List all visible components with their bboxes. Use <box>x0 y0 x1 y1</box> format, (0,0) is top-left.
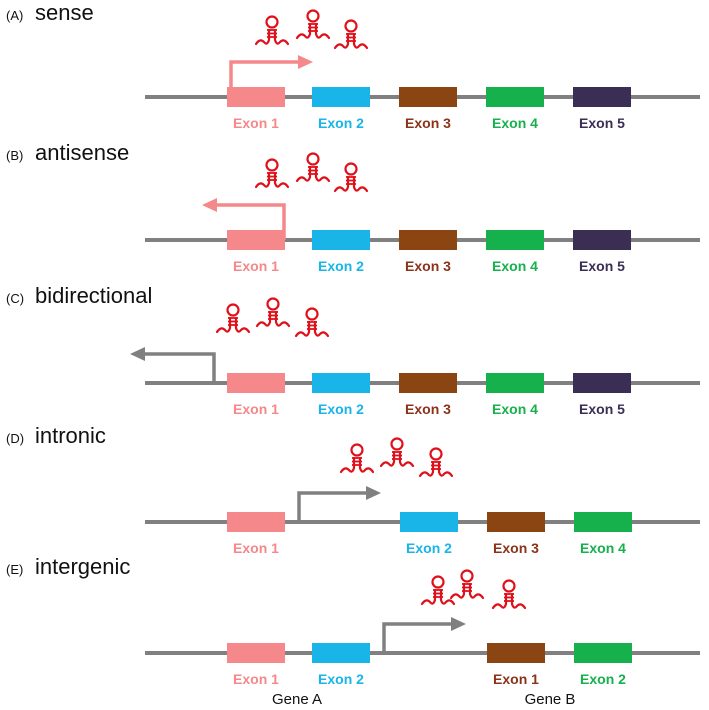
rna-hairpin-icon <box>255 297 291 328</box>
panel-sense: (A) sense Exon 1 Exon 2 Exon 3 Exon 4 Ex… <box>6 0 700 131</box>
exon-box <box>399 87 457 107</box>
exon-box <box>574 512 632 532</box>
exon-label: Exon 4 <box>580 540 626 556</box>
arrow-head <box>366 486 381 500</box>
panel-label: (C) <box>6 291 24 306</box>
panel-title: intergenic <box>35 554 130 579</box>
gene-a-label: Gene A <box>272 691 322 708</box>
exon-label: Exon 1 <box>233 258 279 274</box>
panel-intergenic: (E) intergenic Exon 1 Exon 2 Exon 1 Exon… <box>6 554 700 708</box>
rna-hairpin-icon <box>339 443 375 474</box>
rna-hairpin-icon <box>295 9 331 40</box>
panel-title: sense <box>35 0 94 25</box>
panel-title: antisense <box>35 140 129 165</box>
exon-label: Exon 2 <box>580 671 626 687</box>
exon-label: Exon 3 <box>405 258 451 274</box>
rna-hairpin-icon <box>418 447 454 478</box>
exon-label: Exon 4 <box>492 401 538 417</box>
exon-box <box>486 373 544 393</box>
gene-b-label: Gene B <box>525 691 576 708</box>
exon-box <box>487 643 545 663</box>
exon-label: Exon 2 <box>318 115 364 131</box>
exon-label: Exon 3 <box>493 540 539 556</box>
exon-box <box>312 87 370 107</box>
rna-hairpin-icon <box>294 307 330 338</box>
rna-hairpin-icon <box>215 303 251 334</box>
exon-box <box>227 87 285 107</box>
exon-label: Exon 2 <box>318 671 364 687</box>
exon-label: Exon 1 <box>233 401 279 417</box>
exon-label: Exon 1 <box>493 671 539 687</box>
transcription-start-arrow <box>229 60 300 97</box>
rna-hairpin-icon <box>449 569 485 600</box>
arrow-head <box>298 55 313 69</box>
exon-label: Exon 5 <box>579 115 625 131</box>
exon-box <box>573 87 631 107</box>
exon-box <box>312 230 370 250</box>
exon-label: Exon 1 <box>233 540 279 556</box>
rna-hairpin-icon <box>379 437 415 468</box>
exon-box <box>227 373 285 393</box>
panel-label: (D) <box>6 431 24 446</box>
rna-hairpin-icon <box>254 15 290 46</box>
panel-title: bidirectional <box>35 283 152 308</box>
exon-box <box>573 373 631 393</box>
panel-label: (A) <box>6 8 23 23</box>
rna-hairpin-icon <box>420 575 456 606</box>
rna-hairpin-icon <box>295 152 331 183</box>
exon-label: Exon 3 <box>405 401 451 417</box>
exon-box <box>573 230 631 250</box>
exon-label: Exon 3 <box>405 115 451 131</box>
transcription-start-arrow <box>382 622 453 653</box>
exon-box <box>227 230 285 250</box>
rna-hairpin-icon <box>491 579 527 610</box>
transcription-start-arrow <box>215 203 286 240</box>
exon-box <box>312 643 370 663</box>
exon-box <box>487 512 545 532</box>
panel-antisense: (B) antisense Exon 1 Exon 2 Exon 3 Exon … <box>6 140 700 274</box>
exon-box <box>486 230 544 250</box>
exon-label: Exon 5 <box>579 258 625 274</box>
exon-label: Exon 1 <box>233 671 279 687</box>
exon-box <box>227 512 285 532</box>
rna-hairpin-icon <box>254 158 290 189</box>
panel-bidirectional: (C) bidirectional Exon 1 Exon 2 Exon 3 E… <box>6 283 700 417</box>
exon-label: Exon 2 <box>406 540 452 556</box>
exon-box <box>399 230 457 250</box>
panel-label: (B) <box>6 148 23 163</box>
panel-intronic: (D) intronic Exon 1 Exon 2 Exon 3 Exon 4 <box>6 423 700 556</box>
arrow-head <box>130 347 145 361</box>
exon-label: Exon 4 <box>492 258 538 274</box>
exon-label: Exon 5 <box>579 401 625 417</box>
transcription-start-arrow <box>297 491 368 522</box>
exon-label: Exon 1 <box>233 115 279 131</box>
panel-title: intronic <box>35 423 106 448</box>
transcription-start-arrow <box>143 352 216 383</box>
exon-box <box>400 512 458 532</box>
exon-box <box>574 643 632 663</box>
rna-hairpin-icon <box>333 162 369 193</box>
exon-label: Exon 2 <box>318 258 364 274</box>
exon-box <box>227 643 285 663</box>
exon-box <box>312 373 370 393</box>
exon-box <box>399 373 457 393</box>
exon-label: Exon 4 <box>492 115 538 131</box>
exon-label: Exon 2 <box>318 401 364 417</box>
rna-hairpin-icon <box>333 19 369 50</box>
exon-box <box>486 87 544 107</box>
arrow-head <box>202 198 217 212</box>
arrow-head <box>451 617 466 631</box>
panel-label: (E) <box>6 562 23 577</box>
